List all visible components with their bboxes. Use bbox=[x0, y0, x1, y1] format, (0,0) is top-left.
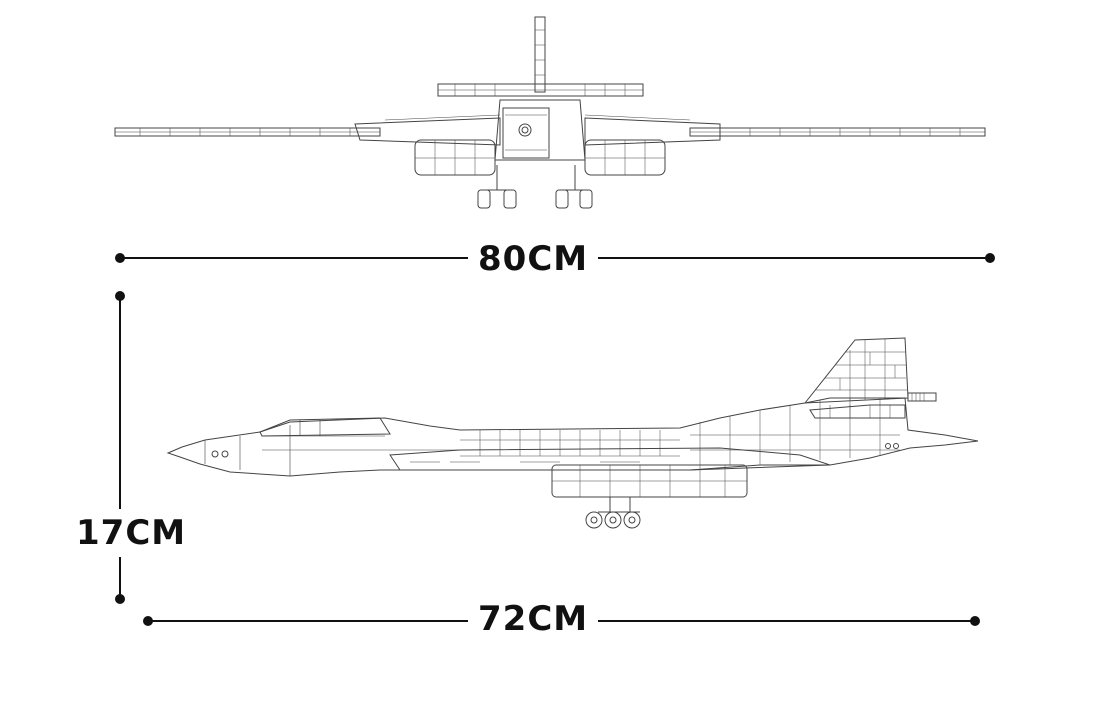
front-vertical-fin bbox=[534, 16, 546, 93]
height-label: 17CM bbox=[76, 509, 187, 557]
side-horizontal-stabilizer bbox=[809, 404, 906, 419]
side-landing-gear bbox=[585, 497, 641, 529]
length-label: 72CM bbox=[468, 599, 599, 639]
front-landing-gear bbox=[477, 165, 593, 209]
side-view-aircraft bbox=[166, 337, 979, 529]
front-engine-nacelles bbox=[414, 139, 666, 176]
wingspan-label: 80CM bbox=[468, 239, 599, 279]
side-engine-pod bbox=[551, 464, 748, 498]
front-fuselage bbox=[494, 99, 586, 161]
side-wing bbox=[389, 447, 831, 471]
dimension-lines bbox=[115, 253, 995, 626]
front-tail-stabilizer bbox=[437, 83, 644, 97]
front-wings bbox=[114, 127, 986, 137]
height-dimension-line bbox=[115, 291, 125, 604]
side-fuselage bbox=[166, 397, 979, 477]
side-canopy bbox=[259, 417, 391, 437]
side-panel-lines bbox=[479, 398, 900, 465]
side-vertical-fin bbox=[803, 337, 937, 404]
front-inner-wings bbox=[354, 114, 721, 146]
front-view-aircraft bbox=[114, 16, 986, 209]
